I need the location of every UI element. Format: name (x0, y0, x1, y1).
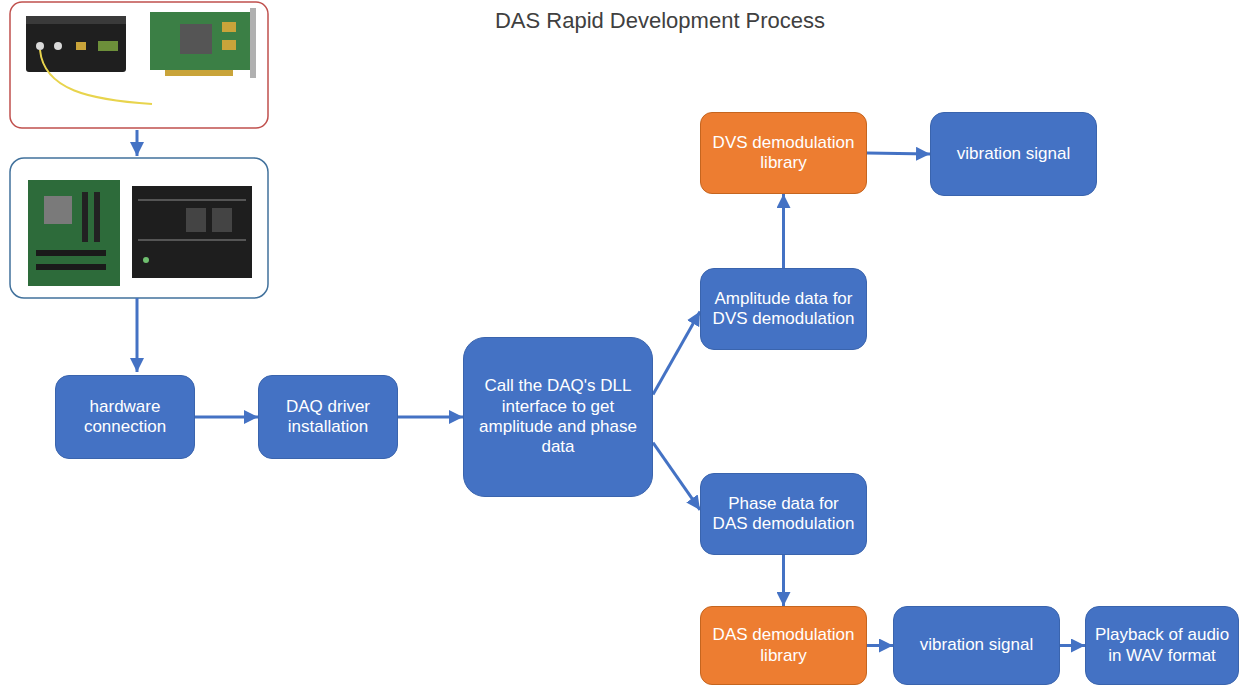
host-frame (10, 158, 268, 298)
optical-unit (26, 16, 126, 72)
daq-component (222, 40, 236, 50)
node-text: DVS demodulation library (709, 133, 858, 174)
optical-unit-top (26, 16, 126, 24)
data-box: Phase data for DAS demodulation (700, 473, 867, 555)
output-box: vibration signal (930, 112, 1097, 196)
power-led (143, 257, 149, 263)
fiber-port (54, 42, 62, 50)
flow-arrow (195, 416, 258, 419)
pcie-slot (36, 250, 106, 256)
daq-chip (180, 24, 212, 54)
flow-arrow (782, 194, 785, 268)
process-box: Call the DAQ's DLL interface to get ampl… (463, 337, 653, 497)
pcie-edge (165, 70, 233, 76)
drive-bay (186, 208, 206, 232)
node-text: hardware connection (64, 397, 186, 438)
fiber-cable (40, 50, 152, 104)
flow-arrow (782, 555, 785, 606)
node-text: Call the DAQ's DLL interface to get ampl… (472, 376, 644, 458)
node-text: vibration signal (920, 635, 1033, 655)
node-text: vibration signal (957, 144, 1070, 164)
node-text: Phase data for DAS demodulation (709, 494, 858, 535)
node-text: DAQ driver installation (267, 397, 389, 438)
memory-slot (94, 192, 100, 242)
connector (98, 41, 118, 51)
diagram-title: DAS Rapid Development Process (495, 8, 825, 34)
flow-arrow (1060, 644, 1085, 647)
daq-component (222, 22, 236, 32)
library-box: DAS demodulation library (700, 606, 867, 685)
flow-arrow (136, 130, 139, 156)
connector (76, 42, 86, 50)
cpu-socket (44, 196, 72, 224)
flow-arrow (653, 311, 700, 394)
flow-arrow (867, 153, 930, 154)
drive-bay (212, 208, 232, 232)
process-box: DAQ driver installation (258, 375, 398, 459)
flow-arrow (398, 416, 463, 419)
device-frame (10, 2, 268, 128)
rack-line (138, 199, 246, 201)
memory-slot (82, 192, 88, 242)
library-box: DVS demodulation library (700, 112, 867, 194)
rack-chassis (132, 186, 252, 278)
node-text: Amplitude data for DVS demodulation (709, 289, 858, 330)
node-text: DAS demodulation library (709, 625, 858, 666)
output-box: Playback of audio in WAV format (1085, 606, 1239, 685)
process-box: hardware connection (55, 375, 195, 459)
flow-arrow (136, 298, 139, 372)
flow-arrow (653, 443, 700, 510)
card-bracket (250, 8, 256, 78)
fiber-port (36, 42, 44, 50)
flow-arrow (867, 644, 893, 647)
pcie-slot (36, 264, 106, 270)
data-box: Amplitude data for DVS demodulation (700, 268, 867, 350)
motherboard (28, 180, 120, 286)
rack-line (138, 239, 246, 241)
node-text: Playback of audio in WAV format (1094, 625, 1230, 666)
daq-card (150, 12, 250, 70)
output-box: vibration signal (893, 606, 1060, 685)
